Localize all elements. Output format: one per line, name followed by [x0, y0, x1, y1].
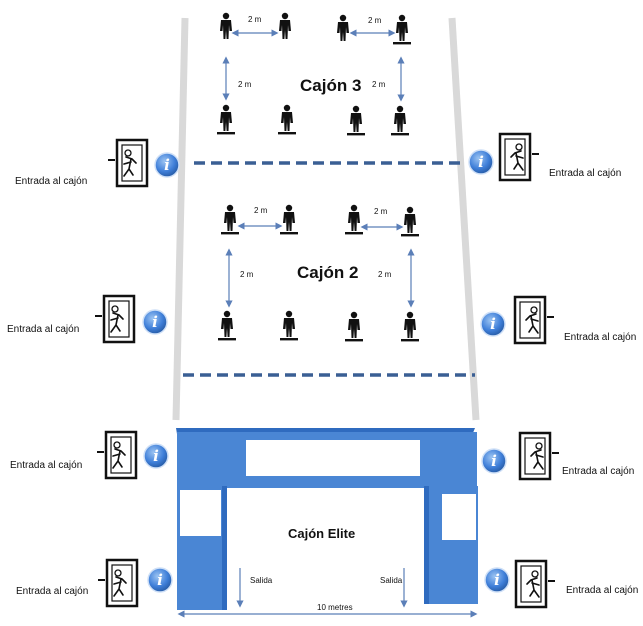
- svg-text:i: i: [494, 571, 500, 589]
- lane-right-line: [448, 17, 480, 421]
- svg-text:i: i: [490, 315, 496, 333]
- svg-text:i: i: [164, 156, 170, 174]
- info-icon: i: [154, 152, 180, 178]
- entrance-label: Entrada al cajón: [15, 176, 88, 187]
- entrance-label: Entrada al cajón: [549, 168, 622, 179]
- runner-icon: [280, 204, 298, 235]
- entrance-door-icon: [98, 558, 139, 608]
- runners: [217, 12, 419, 342]
- runner-icon: [278, 104, 296, 135]
- entrance-label: Entrada al cajón: [10, 460, 83, 471]
- runner-icon: [221, 204, 239, 235]
- entrance-door-icon: [518, 431, 559, 481]
- runner-icon: [401, 311, 419, 342]
- width-label: 10 metres: [317, 603, 353, 612]
- exit-label-left: Salida: [250, 576, 273, 585]
- lane-left-line: [172, 17, 189, 421]
- svg-text:i: i: [153, 447, 159, 465]
- entrance-door-icon: [514, 559, 555, 609]
- info-icon: i: [143, 443, 169, 469]
- svg-text:i: i: [478, 153, 484, 171]
- svg-text:i: i: [491, 452, 497, 470]
- entrance-label: Entrada al cajón: [7, 324, 80, 335]
- exit-label-right: Salida: [380, 576, 403, 585]
- distance-label: 2 m: [368, 16, 382, 25]
- runner-icon: [337, 14, 349, 41]
- info-icon: i: [147, 567, 173, 593]
- entrance-door-icon: [97, 430, 138, 480]
- entrance-label: Entrada al cajón: [562, 466, 635, 477]
- entrance-door-icon: [95, 294, 136, 344]
- elite-title: Cajón Elite: [288, 526, 356, 541]
- runner-icon: [218, 310, 236, 341]
- runner-icon: [401, 206, 419, 237]
- entrance-door-icon: [498, 132, 539, 182]
- entrances: i i i i i i i i: [95, 132, 559, 609]
- box2-title: Cajón 2: [297, 263, 359, 282]
- info-icon: i: [142, 309, 168, 335]
- runner-icon: [345, 204, 363, 235]
- runner-icon: [220, 12, 232, 39]
- runner-icon: [345, 311, 363, 342]
- runner-icon: [279, 12, 291, 39]
- distance-label: 2 m: [240, 270, 254, 279]
- info-icon: i: [468, 149, 494, 175]
- distance-arrows: [222, 29, 415, 308]
- runner-icon: [217, 104, 235, 135]
- runner-icon: [347, 105, 365, 136]
- info-icon: i: [481, 448, 507, 474]
- info-icon: i: [480, 311, 506, 337]
- entrance-label: Entrada al cajón: [566, 585, 639, 596]
- entrance-door-icon: [108, 138, 149, 188]
- start-arch: [176, 428, 478, 610]
- distance-label: 2 m: [372, 80, 386, 89]
- svg-text:i: i: [157, 571, 163, 589]
- svg-text:i: i: [152, 313, 158, 331]
- box3-title: Cajón 3: [300, 76, 362, 95]
- distance-label: 2 m: [254, 206, 268, 215]
- distance-label: 2 m: [374, 207, 388, 216]
- info-icon: i: [484, 567, 510, 593]
- runner-icon: [393, 14, 411, 45]
- distance-label: 2 m: [248, 15, 262, 24]
- entrance-label: Entrada al cajón: [564, 332, 637, 343]
- entrance-label: Entrada al cajón: [16, 586, 89, 597]
- distance-label: 2 m: [238, 80, 252, 89]
- runner-icon: [280, 310, 298, 341]
- runner-icon: [391, 105, 409, 136]
- arch-banner: [246, 440, 420, 476]
- distance-label: 2 m: [378, 270, 392, 279]
- entrance-door-icon: [513, 295, 554, 345]
